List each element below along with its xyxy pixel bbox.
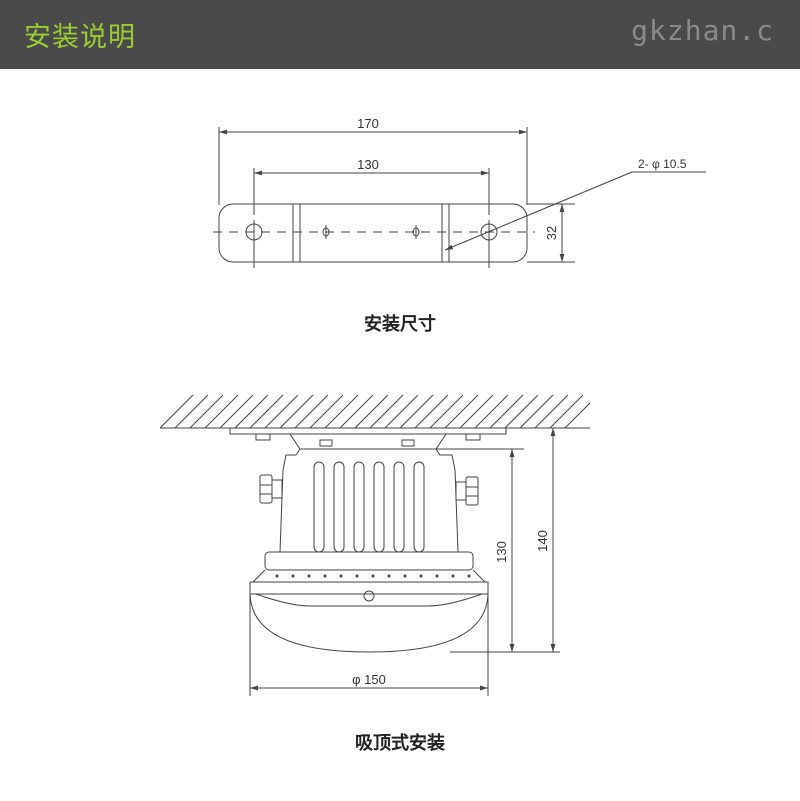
header-bar: 安装说明 gkzhan.c xyxy=(0,0,800,69)
site-watermark: gkzhan.c xyxy=(631,14,774,47)
mount-caption: 吸顶式安装 xyxy=(355,733,445,754)
dim-label-170: 170 xyxy=(357,116,379,131)
cable-gland-right xyxy=(465,476,479,506)
dim-label-140-vertical: 140 xyxy=(535,530,550,552)
hole-leader xyxy=(444,171,633,251)
lamp-housing xyxy=(279,448,459,553)
dim-label-32: 32 xyxy=(544,226,559,240)
ceiling-mount-diagram: 130 140 φ 150 xyxy=(160,395,590,696)
bracket-plate xyxy=(218,203,528,263)
mounting-bracket-diagram: 170 130 2- φ 10.5 32 xyxy=(213,116,706,268)
page-title: 安装说明 xyxy=(24,22,136,53)
ceiling-bracket-plate xyxy=(229,427,507,435)
cable-gland-left xyxy=(259,474,273,504)
ceiling-hatch xyxy=(160,395,590,428)
dim-label-diameter: φ 150 xyxy=(352,672,386,687)
cooling-fins xyxy=(313,461,425,553)
lamp-flange xyxy=(264,551,474,571)
dim-label-130-vertical: 130 xyxy=(494,541,509,563)
bracket-caption: 安装尺寸 xyxy=(364,314,436,335)
dim-label-130: 130 xyxy=(357,157,379,172)
technical-drawing: 170 130 2- φ 10.5 32 xyxy=(160,116,706,696)
hole-callout-label: 2- φ 10.5 xyxy=(638,157,687,171)
lamp-lens xyxy=(249,593,489,653)
